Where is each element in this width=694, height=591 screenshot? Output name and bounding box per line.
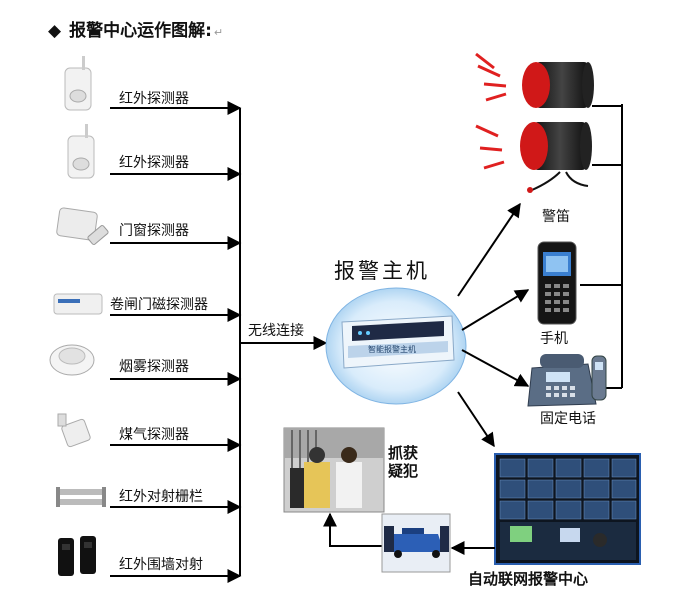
siren-icon — [475, 52, 594, 108]
shutter-magnetic-sensor-icon — [53, 293, 103, 315]
sensor-label: 红外围墙对射 — [119, 557, 203, 573]
heading-text: 报警中心运作图解: — [69, 21, 212, 41]
smoke-detector-icon — [49, 344, 95, 376]
arrow-to-center — [457, 391, 495, 448]
door-window-sensor-icon — [56, 207, 109, 245]
arrow-to-mobile — [461, 289, 530, 331]
sensor-label: 卷闸门磁探测器 — [110, 297, 208, 313]
sensor-label: 门窗探测器 — [119, 223, 189, 239]
arrest-label-line1: 抓获 — [388, 444, 419, 462]
pir-sensor-icon — [67, 124, 95, 179]
landline-label: 固定电话 — [540, 411, 596, 427]
gas-detector-icon — [57, 413, 91, 448]
siren-icon — [475, 122, 592, 193]
paragraph-mark-icon: ↵ — [213, 26, 224, 39]
sensor-label: 红外对射栅栏 — [119, 489, 203, 505]
infrared-beam-fence-icon — [56, 487, 106, 507]
host-output-arrows — [457, 202, 530, 448]
wireless-connection-label: 无线连接 — [248, 323, 304, 339]
sensor-arrows — [110, 101, 328, 583]
police-car-image — [381, 513, 451, 573]
sensor-label: 红外探测器 — [119, 155, 189, 171]
mobile-label: 手机 — [540, 331, 568, 347]
arrow-to-siren — [457, 202, 521, 297]
arrest-label-line2: 疑犯 — [388, 462, 419, 480]
alarm-host-device — [325, 287, 467, 405]
monitoring-center-image — [494, 453, 641, 565]
monitoring-center-label: 自动联网报警中心 — [468, 570, 589, 588]
diagram-heading: ◆ 报警中心运作图解:↵ — [48, 16, 223, 41]
bullet-diamond-icon: ◆ — [48, 21, 62, 41]
arrow-to-arrest — [323, 512, 382, 547]
mobile-phone-icon — [537, 241, 577, 325]
alarm-host-title: 报警主机 — [334, 259, 430, 283]
pir-sensor-icon — [64, 56, 92, 111]
siren1-line — [592, 105, 623, 108]
output-feedback-lines — [580, 104, 623, 389]
landline-phone-icon — [527, 354, 607, 407]
sensor-label: 煤气探测器 — [119, 427, 189, 443]
center-to-police-arrows — [323, 512, 495, 555]
infrared-wall-beam-icon — [58, 536, 96, 576]
arrest-photo-image — [283, 427, 385, 513]
sensor-label: 红外探测器 — [119, 91, 189, 107]
host-panel-text: 智能报警主机 — [368, 345, 416, 354]
arrow-to-landline — [461, 349, 530, 387]
sensor-label: 烟雾探测器 — [119, 359, 189, 375]
siren-label: 警笛 — [542, 209, 570, 225]
